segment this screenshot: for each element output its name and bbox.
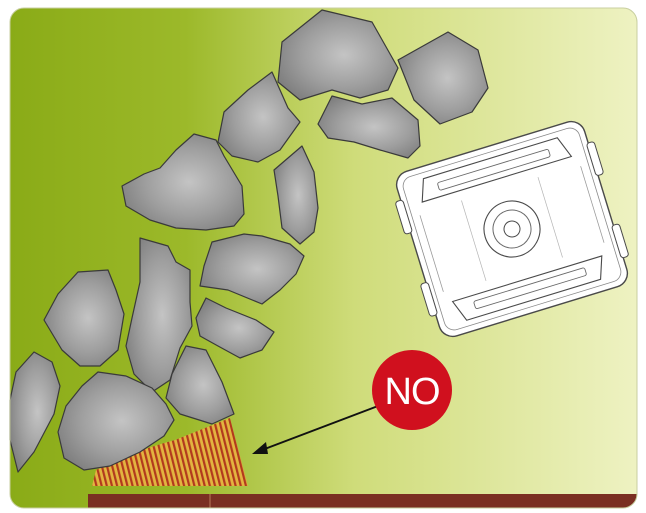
- stone: [9, 351, 61, 473]
- warning-arrow: [252, 405, 379, 454]
- no-badge: NO: [372, 350, 452, 430]
- robot-mower: [395, 120, 629, 338]
- stone: [165, 345, 235, 425]
- lawn-edge-fringe: [92, 418, 248, 486]
- stone: [57, 371, 175, 471]
- stone: [195, 297, 275, 359]
- stone: [397, 31, 489, 125]
- stone: [273, 145, 319, 245]
- ground-bar: [88, 494, 637, 508]
- stepping-stones: [9, 9, 489, 473]
- stone: [121, 133, 245, 231]
- stone: [199, 233, 305, 305]
- stone: [43, 269, 125, 367]
- no-label: NO: [385, 371, 440, 413]
- stone: [125, 237, 193, 393]
- stone: [277, 9, 399, 101]
- stone: [217, 71, 301, 163]
- stone: [317, 95, 421, 159]
